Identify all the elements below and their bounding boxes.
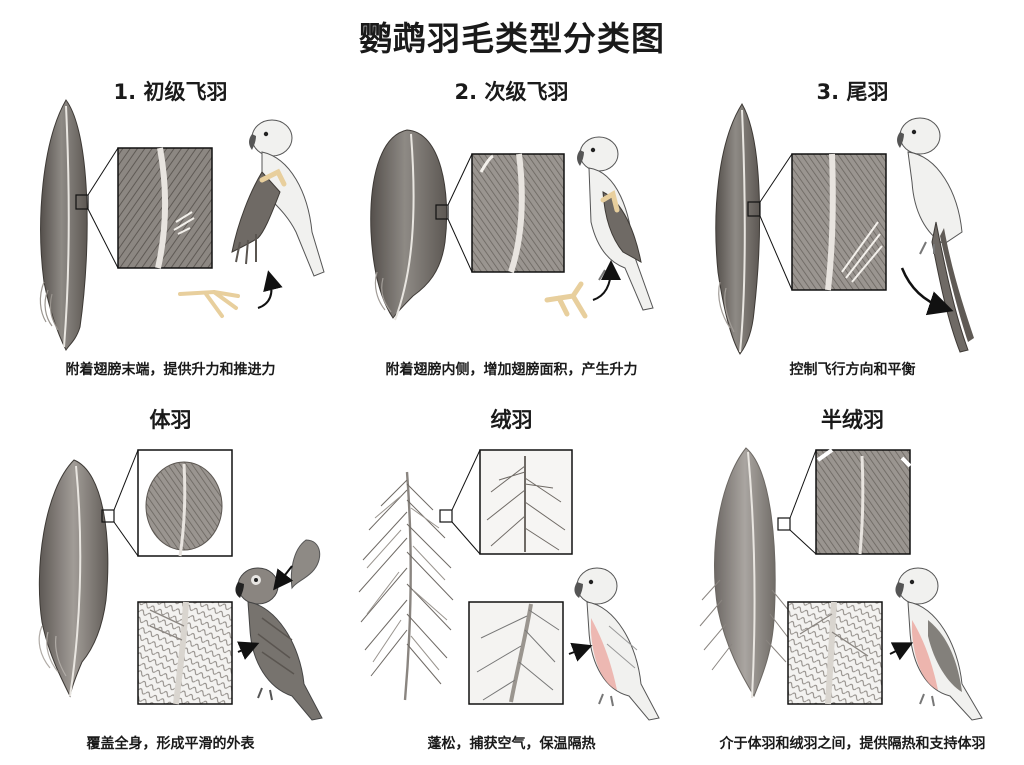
wing-bone-icon xyxy=(544,281,588,319)
long-feather-icon xyxy=(39,99,88,351)
panel-semiplume-feather: 半绒羽 xyxy=(682,400,1023,752)
panel-title: 3. 尾羽 xyxy=(816,80,889,104)
panel-title: 体羽 xyxy=(149,408,192,432)
semiplume-feather-icon xyxy=(699,447,791,699)
zoom-inset-tip xyxy=(479,449,573,555)
zoom-inset xyxy=(791,153,887,291)
contour-feather-icon xyxy=(38,459,109,698)
parrot-perched-icon xyxy=(577,136,654,311)
zoom-inset-base xyxy=(787,601,883,705)
pink-grey-parrot-icon xyxy=(895,567,983,721)
panel-title: 绒羽 xyxy=(490,408,533,432)
arrow-icon xyxy=(237,641,260,660)
broad-feather-icon xyxy=(370,129,448,321)
page-title: 鹦鹉羽毛类型分类图 xyxy=(359,19,665,58)
panel-secondary-flight-feather: 2. 次级飞羽 附着翅膀内侧，增加翅膀面积，产生升力 xyxy=(341,72,682,402)
panel-description: 附着翅膀末端，提供升力和推进力 xyxy=(65,362,276,378)
panel-description: 覆盖全身，形成平滑的外表 xyxy=(86,736,255,752)
semiplume-illustration xyxy=(699,447,983,721)
panel-contour-feather: 体羽 xyxy=(0,400,341,752)
grey-parrot-icon xyxy=(235,567,323,721)
secondary-feather-illustration xyxy=(370,129,654,321)
zoom-inset xyxy=(471,153,565,273)
primary-feather-illustration xyxy=(39,99,325,351)
arrow-icon xyxy=(568,642,593,662)
panel-title: 1. 初级飞羽 xyxy=(113,80,228,104)
panel-description: 介于体羽和绒羽之间，提供隔热和支持体羽 xyxy=(719,736,986,752)
wing-bone-icon xyxy=(178,289,240,318)
arrow-icon xyxy=(257,270,283,309)
panel-title: 2. 次级飞羽 xyxy=(454,80,569,104)
arrow-icon xyxy=(889,642,914,661)
panel-description: 控制飞行方向和平衡 xyxy=(789,362,916,378)
loose-feather-icon xyxy=(290,539,321,590)
panel-description: 蓬松，捕获空气，保温隔热 xyxy=(427,736,596,752)
arrow-icon xyxy=(273,565,294,591)
down-feather-illustration xyxy=(358,449,660,721)
zoom-inset-tip xyxy=(815,448,912,555)
zoom-inset-base xyxy=(468,601,564,705)
parrot-spread-wing-icon xyxy=(231,119,325,277)
pink-parrot-icon xyxy=(574,567,660,721)
panel-title: 半绒羽 xyxy=(821,408,884,432)
arrow-icon xyxy=(592,260,621,301)
panel-tail-feather: 3. 尾羽 控制飞行方向和平衡 xyxy=(682,72,1023,402)
tail-feather-icon xyxy=(715,103,761,355)
zoom-inset xyxy=(117,147,213,269)
arrow-icon xyxy=(900,267,954,316)
tail-feather-illustration xyxy=(715,103,974,355)
down-feather-icon xyxy=(358,471,454,701)
panel-down-feather: 绒羽 xyxy=(341,400,682,752)
panel-description: 附着翅膀内侧，增加翅膀面积，产生升力 xyxy=(385,362,638,378)
panel-primary-flight-feather: 1. 初级飞羽 附着翅膀末端，提供升力和推进力 xyxy=(0,72,341,402)
zoom-inset-tip xyxy=(137,449,233,557)
contour-feather-illustration xyxy=(38,449,323,721)
parrot-tail-icon xyxy=(897,117,974,353)
zoom-inset-base xyxy=(137,601,233,705)
